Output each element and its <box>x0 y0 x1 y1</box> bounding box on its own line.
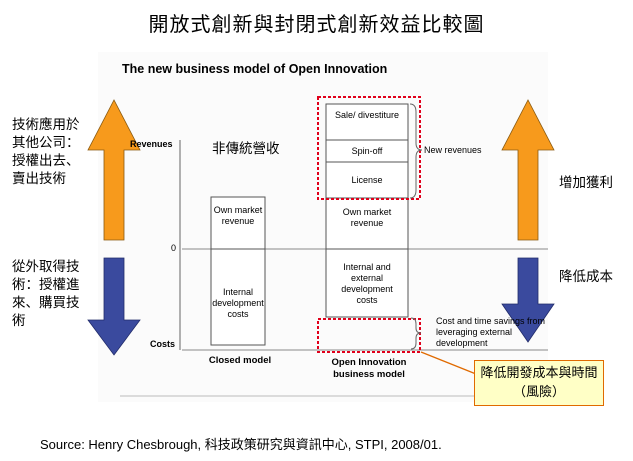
new-revenue-highlight <box>317 96 421 200</box>
right-down-note: 降低成本 <box>559 269 613 285</box>
callout-pointer <box>420 351 477 375</box>
left-up-arrow-icon <box>87 99 141 241</box>
axis-revenues-label: Revenues <box>130 139 173 149</box>
right-up-note: 增加獲利 <box>559 175 613 191</box>
source-line: Source: Henry Chesbrough, 科技政策研究與資訊中心, S… <box>40 437 442 452</box>
diagram-panel <box>98 52 548 402</box>
new-revenues-brace <box>409 103 423 199</box>
diagram-heading: The new business model of Open Innovatio… <box>122 62 388 76</box>
savings-label: Cost and time savings from leveraging ex… <box>436 316 546 348</box>
axis-costs-label: Costs <box>150 339 176 349</box>
left-up-note: 技術應用於其他公司：授權出去、賣出技術 <box>12 117 80 187</box>
left-down-note: 從外取得技術：授權進來、購買技術 <box>12 259 80 329</box>
new-revenues-label: New revenues <box>424 145 482 155</box>
savings-highlight <box>317 318 421 353</box>
left-down-arrow-icon <box>87 257 141 356</box>
savings-brace <box>410 317 422 350</box>
page-title: 開放式創新與封閉式創新效益比較圖 <box>148 12 485 36</box>
closed-cost-box <box>210 248 266 346</box>
right-down-arrow-icon <box>501 257 555 343</box>
closed-own-revenue-text: Own market revenue <box>213 205 263 226</box>
open-cost-text: Internal and external development costs <box>341 262 393 305</box>
closed-own-revenue-box <box>210 196 266 250</box>
closed-cost-text: Internal development costs <box>212 287 264 319</box>
closed-model-caption: Closed model <box>208 355 272 366</box>
open-model-caption: Open Innovation business model <box>331 357 407 380</box>
spinoff-text: Spin-off <box>351 146 383 156</box>
license-box <box>325 161 409 199</box>
open-own-revenue-box <box>325 197 409 250</box>
license-text: License <box>351 175 383 185</box>
sale-text: Sale/ divestiture <box>334 110 400 120</box>
right-up-arrow-icon <box>501 99 555 241</box>
non-traditional-revenue-label: 非傳統營收 <box>212 141 280 157</box>
axis-zero-label: 0 <box>171 243 177 253</box>
callout-box: 降低開發成本與時間（風險） <box>474 360 604 406</box>
open-cost-box <box>325 248 409 318</box>
open-own-revenue-text: Own market revenue <box>342 207 392 228</box>
